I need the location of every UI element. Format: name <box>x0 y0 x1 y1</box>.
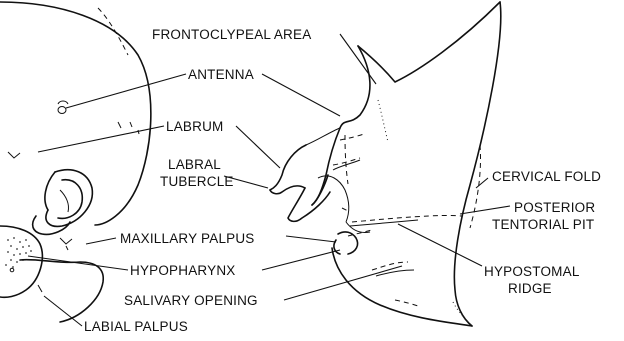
leader-labrum-right <box>236 126 280 168</box>
leader-antenna-left <box>66 74 186 108</box>
labels: FRONTOCLYPEAL AREA ANTENNA LABRUM LABRAL… <box>84 27 601 334</box>
label-hypopharynx: HYPOPHARYNX <box>130 263 235 278</box>
stipple-hypopharynx <box>5 237 32 268</box>
leader-hypostomal-ridge <box>398 224 482 266</box>
label-posterior-tentorial-pit-line1: POSTERIOR <box>514 200 595 215</box>
leader-lines <box>28 34 510 326</box>
label-labrum: LABRUM <box>166 119 223 134</box>
leader-hypopharynx-left <box>28 256 128 270</box>
label-labial-palpus: LABIAL PALPUS <box>84 319 188 334</box>
label-labral-tubercle-line2: TUBERCLE <box>160 174 234 189</box>
leader-posterior-tentorial-pit <box>460 206 510 214</box>
leader-antenna-right <box>262 74 340 116</box>
right-head-drawing <box>270 2 501 326</box>
label-antenna: ANTENNA <box>188 67 254 82</box>
leader-hypopharynx-right <box>262 250 340 270</box>
label-hypostomal-ridge-line1: HYPOSTOMAL <box>484 264 580 279</box>
leader-maxillary-palpus-left <box>86 238 116 244</box>
label-labral-tubercle-line1: LABRAL <box>168 157 221 172</box>
leader-maxillary-palpus-right <box>286 236 336 242</box>
leader-frontoclypeal-area <box>340 34 376 84</box>
label-cervical-fold: CERVICAL FOLD <box>492 169 601 184</box>
leader-cervical-fold <box>476 178 488 188</box>
label-frontoclypeal-area: FRONTOCLYPEAL AREA <box>152 27 311 42</box>
label-posterior-tentorial-pit-line2: TENTORIAL PIT <box>492 217 594 232</box>
left-head-drawing <box>0 2 151 322</box>
leader-labrum-left <box>38 126 164 152</box>
label-maxillary-palpus: MAXILLARY PALPUS <box>120 231 255 246</box>
label-salivary-opening: SALIVARY OPENING <box>124 293 258 308</box>
leader-salivary-opening <box>284 266 402 300</box>
label-hypostomal-ridge-line2: RIDGE <box>508 281 552 296</box>
